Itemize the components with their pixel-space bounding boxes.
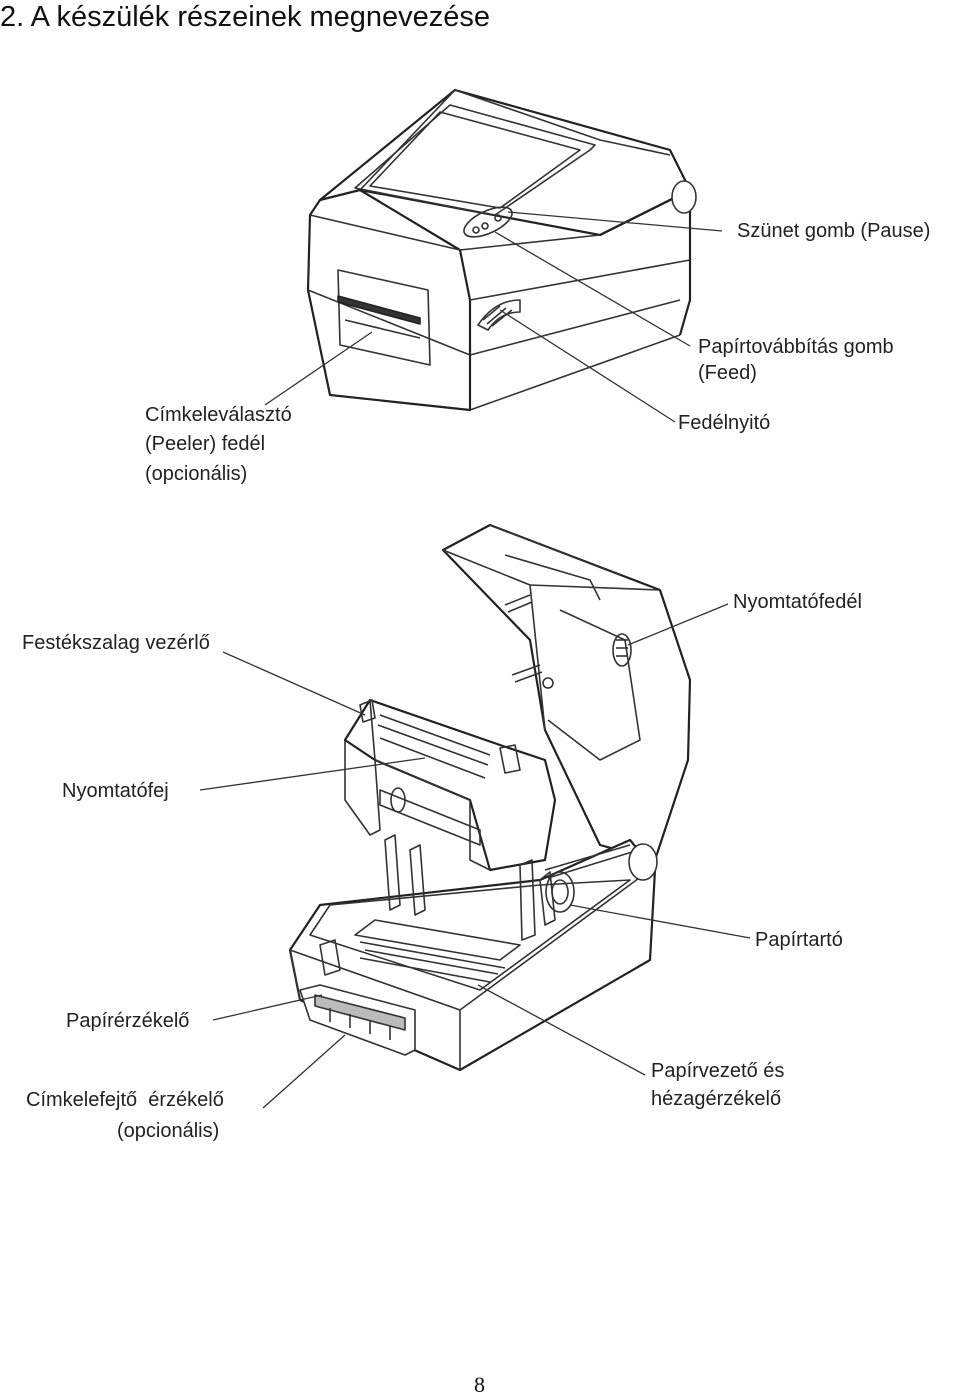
pause-button-label: Szünet gomb (Pause): [737, 220, 931, 242]
paper-holder-label: Papírtartó: [755, 929, 843, 951]
paper-sensor-label: Papírérzékelő: [66, 1010, 190, 1032]
feed-button-label-line2: (Feed): [698, 362, 757, 384]
ribbon-guide-label: Festékszalag vezérlő: [22, 632, 210, 654]
print-head-label: Nyomtatófej: [62, 780, 169, 802]
label-sensor-label-line2: (opcionális): [117, 1120, 220, 1142]
feed-button-label-line1: Papírtovábbítás gomb: [698, 336, 894, 358]
printer-cover-label: Nyomtatófedél: [733, 591, 862, 613]
peeler-label-line1: Címkeleválasztó: [145, 404, 292, 426]
cover-opener-label: Fedélnyitó: [678, 412, 771, 434]
open-printer-drawing: [288, 523, 692, 1072]
paper-guide-label-line2: hézagérzékelő: [651, 1088, 782, 1110]
section-heading: 2. A készülék részeinek megnevezése: [0, 1, 491, 33]
page-number: 8: [474, 1372, 485, 1397]
label-sensor-label-line1: Címkelefejtő érzékelő: [26, 1089, 224, 1111]
peeler-label-line2: (Peeler) fedél: [145, 433, 266, 455]
paper-guide-label-line1: Papírvezető és: [651, 1060, 785, 1082]
peeler-label-line3: (opcionális): [145, 463, 248, 485]
closed-printer-drawing: [306, 88, 697, 412]
leader-lines: [199, 211, 751, 1109]
